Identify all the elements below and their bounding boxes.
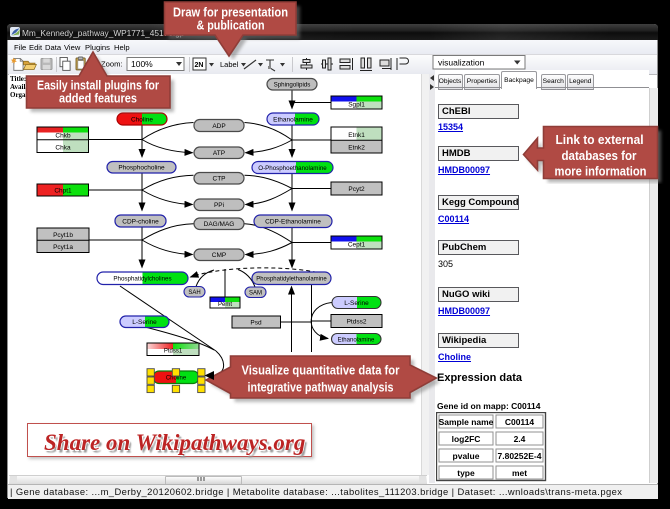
svg-text:L-Serine: L-Serine [344, 300, 369, 307]
svg-text:7.80252E-4: 7.80252E-4 [498, 451, 542, 461]
svg-text:& publication: & publication [197, 17, 265, 32]
svg-text:Visualize quantitative data f: Visualize quantitative data for [242, 363, 400, 378]
svg-text:Phosphocholine: Phosphocholine [118, 165, 165, 172]
svg-text:CTP: CTP [213, 176, 226, 183]
svg-text:Title:: Title: [10, 75, 26, 83]
svg-text:Choline: Choline [131, 117, 153, 124]
svg-text:more information: more information [555, 165, 647, 179]
svg-text:Etnk1: Etnk1 [348, 132, 365, 139]
svg-text:100%: 100% [131, 59, 153, 69]
svg-text:Label: Label [220, 60, 239, 69]
svg-text:Draw for presentation: Draw for presentation [173, 5, 288, 20]
svg-text:L-Serine: L-Serine [132, 319, 157, 326]
svg-text:Ptdss2: Ptdss2 [347, 319, 367, 326]
svg-text:Phosphatidylethanolamine: Phosphatidylethanolamine [256, 277, 327, 283]
svg-text:databases for: databases for [562, 149, 637, 163]
svg-text:met: met [512, 468, 527, 478]
svg-text:CDP-choline: CDP-choline [122, 219, 159, 226]
svg-text:Zoom:: Zoom: [101, 60, 123, 69]
svg-text:Ethanolamine: Ethanolamine [338, 338, 375, 344]
svg-text:Chkb: Chkb [55, 133, 71, 140]
svg-text:SAH: SAH [188, 290, 200, 296]
svg-text:Pcyt2: Pcyt2 [348, 186, 365, 193]
svg-text:Sgpl1: Sgpl1 [348, 102, 365, 109]
svg-text:Availab: Availab [10, 83, 33, 91]
svg-text:Chka: Chka [55, 145, 71, 152]
svg-text:log2FC: log2FC [452, 434, 481, 444]
svg-text:visualization: visualization [438, 58, 485, 68]
svg-text:Phosphatidylcholines: Phosphatidylcholines [113, 276, 171, 283]
svg-text:PPi: PPi [214, 202, 224, 209]
svg-text:pvalue: pvalue [453, 451, 480, 461]
svg-text:DAG/MAG: DAG/MAG [204, 221, 235, 228]
svg-text:ATP: ATP [213, 150, 225, 157]
svg-text:2.4: 2.4 [514, 434, 526, 444]
svg-text:integrative pathway analysis: integrative pathway analysis [248, 379, 394, 394]
svg-text:Psd: Psd [250, 320, 262, 327]
svg-text:Pcyt1b: Pcyt1b [53, 232, 73, 239]
svg-text:Sphingolipids: Sphingolipids [274, 82, 311, 89]
svg-text:Organis: Organis [10, 91, 34, 99]
svg-text:Easily install plugins for: Easily install plugins for [37, 78, 159, 93]
svg-text:Pcyt1a: Pcyt1a [53, 244, 73, 251]
svg-text:Ptdss1: Ptdss1 [164, 349, 183, 355]
svg-text:2N: 2N [195, 62, 204, 69]
svg-text:CDP-Ethanolamine: CDP-Ethanolamine [265, 219, 321, 226]
svg-text:Choline: Choline [166, 376, 187, 382]
svg-text:CMP: CMP [212, 252, 226, 259]
svg-text:added features: added features [59, 91, 137, 106]
svg-text:C00114: C00114 [505, 417, 535, 427]
svg-text:SAM: SAM [249, 291, 262, 297]
svg-text:Pemt: Pemt [218, 302, 232, 308]
svg-text:Ethanolamine: Ethanolamine [273, 117, 313, 124]
svg-text:Link to external: Link to external [556, 133, 644, 147]
svg-text:Cept1: Cept1 [348, 242, 366, 249]
svg-text:Chpt1: Chpt1 [54, 188, 72, 195]
svg-text:O-Phosphoethanolamine: O-Phosphoethanolamine [258, 165, 327, 172]
svg-text:Sample name: Sample name [439, 417, 494, 427]
svg-text:ADP: ADP [212, 123, 225, 130]
svg-text:type: type [457, 468, 475, 478]
svg-text:Etnk2: Etnk2 [348, 145, 365, 152]
